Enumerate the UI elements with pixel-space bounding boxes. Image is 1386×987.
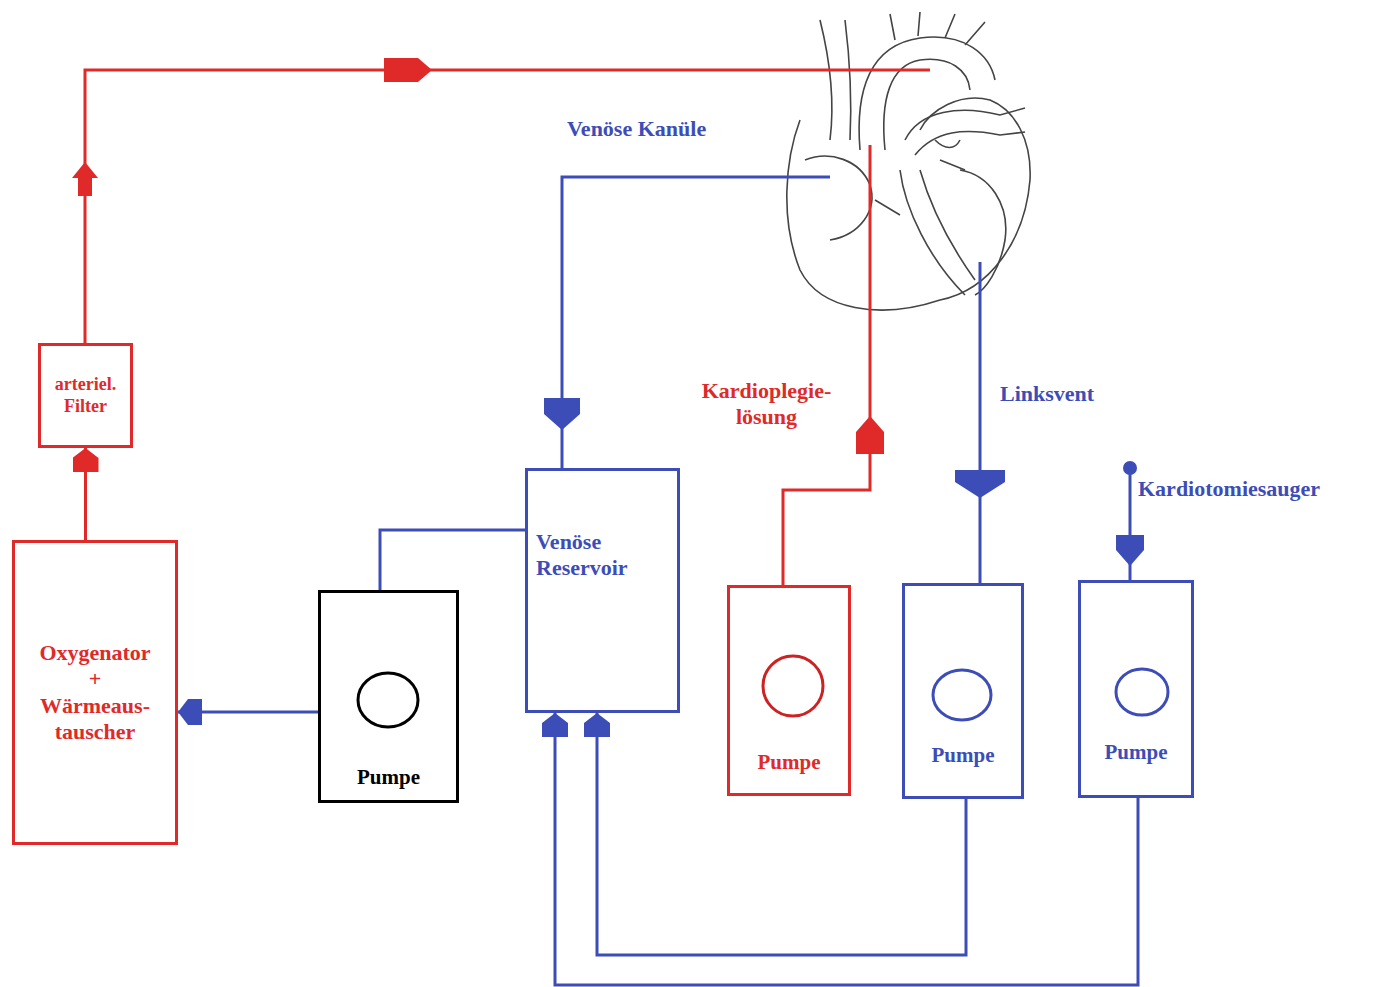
valves [875,140,965,215]
pump-box: Pumpe [318,590,459,803]
pump-box: Pumpe [727,585,851,796]
filter-box: arteriel. Filter [38,343,133,448]
flow-arrow [384,58,432,82]
pump-rotor [933,670,991,720]
left-ventricle [960,170,1006,295]
flow-arrow [955,470,1005,498]
pulmonary-artery [905,108,1025,155]
aorta-branches [890,12,985,45]
box-text: + [21,666,169,692]
box-text: Wärmeaus- tauscher [21,693,169,746]
flow-connector [178,711,318,714]
oxygenator-box: Oxygenator+Wärmeaus- tauscher [12,540,178,845]
pump-box: Pumpe [1078,580,1194,798]
pump-rotor [1116,669,1168,715]
heart-outline [787,98,1030,310]
flow-connector [380,530,525,590]
vena-cava [820,20,851,140]
flow-connector [555,713,1138,985]
flow-arrow [856,416,884,454]
box-text: Oxygenator [21,640,169,666]
flow-arrow [72,162,98,196]
box-text: Pumpe [1085,740,1187,765]
pump-rotor [358,673,418,727]
reservoir-box: Venöse Reservoir [525,468,680,713]
vent-label: Linksvent [1000,381,1130,407]
sucker-label: Kardiotomiesauger [1138,476,1378,502]
cardioplegia-label: Kardioplegie- lösung [684,378,849,431]
box-text: arteriel. Filter [45,374,126,417]
right-atrium [805,156,872,240]
box-text: Pumpe [325,765,452,790]
heart-sketch [787,12,1030,310]
box-text: Venöse Reservoir [536,529,671,582]
flow-arrow [1116,535,1144,566]
flow-connector [84,448,87,540]
box-text: Pumpe [909,743,1017,768]
septum [900,170,975,295]
cannula-label: Venöse Kanüle [567,116,767,142]
pump-box: Pumpe [902,583,1024,799]
arterial-line [85,70,930,343]
cardioplegia-line [783,145,870,585]
box-text: Pumpe [734,750,844,775]
vent-line [979,262,982,583]
aorta-arch [859,37,995,150]
flow-connector [597,713,966,955]
pump-rotor [763,656,823,716]
flow-arrow [544,398,580,430]
